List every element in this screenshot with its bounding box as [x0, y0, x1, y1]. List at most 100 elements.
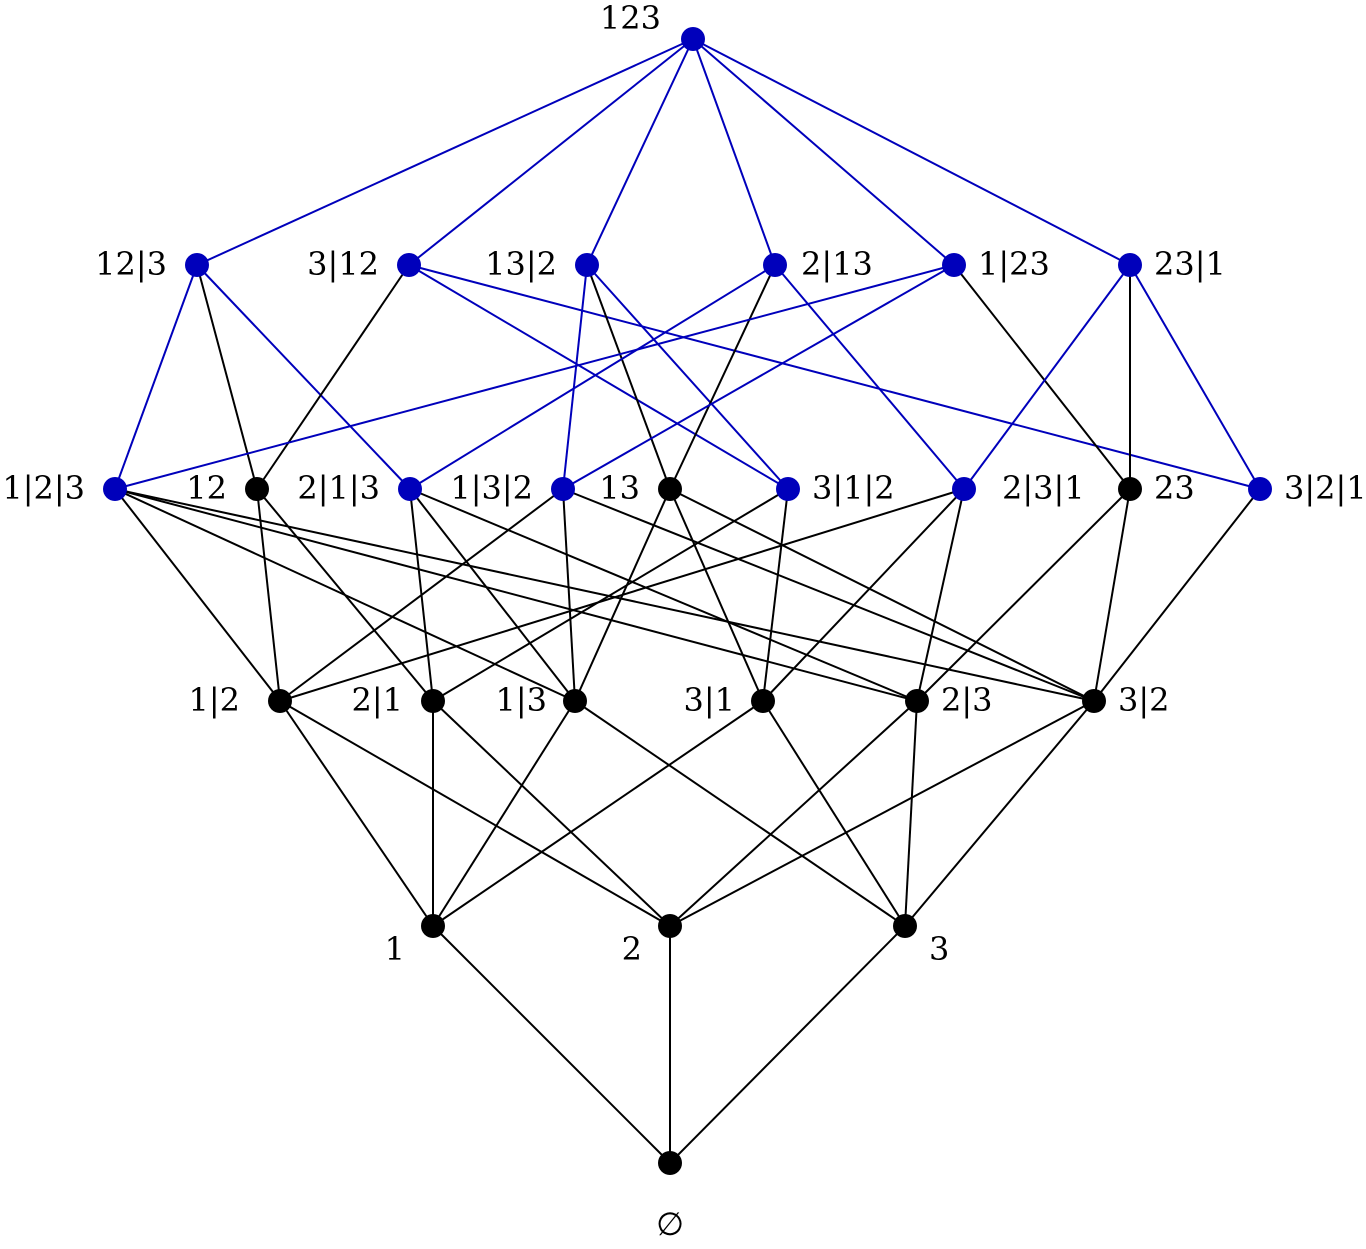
edge-n123-n1_23 [692, 38, 955, 266]
edge-n12-n2_1 [256, 488, 434, 702]
node-n1_2 [268, 689, 292, 713]
edge-n123-n12_3 [196, 38, 694, 266]
node-label-n1_2: 1|2 [189, 681, 241, 719]
node-label-n1: 1 [385, 930, 405, 968]
node-n1_3 [563, 689, 587, 713]
node-n2_3_1 [952, 477, 976, 501]
edge-n123-n13_2 [586, 38, 694, 266]
node-label-n1_3: 1|3 [496, 681, 548, 719]
node-n12_3 [185, 253, 209, 277]
node-label-n3_2_1: 3|2|1 [1284, 469, 1366, 507]
node-n2 [658, 914, 682, 938]
edge-n3_12-n12 [256, 264, 410, 490]
node-label-n1_2_3: 1|2|3 [2, 469, 85, 507]
node-label-n1_23: 1|23 [978, 245, 1050, 283]
edge-n2_13-n2_3_1 [774, 264, 965, 490]
node-n2_1 [421, 689, 445, 713]
node-label-n2_3_1: 2|3|1 [1002, 469, 1085, 507]
edge-n2_3_1-n3_1 [762, 488, 965, 702]
node-n2_3 [905, 689, 929, 713]
node-n123 [681, 27, 705, 51]
edge-n1_23-n23 [953, 264, 1131, 490]
node-n13_2 [575, 253, 599, 277]
node-label-n23: 23 [1154, 469, 1195, 507]
node-n13 [658, 477, 682, 501]
node-n2_1_3 [398, 477, 422, 501]
node-label-n2_1: 2|1 [352, 681, 404, 719]
edge-n1_2_3-n2_3 [114, 488, 918, 702]
edge-n3_2-n3 [904, 700, 1095, 927]
edge-n3_1_2-n3_1 [762, 488, 789, 702]
node-n3_1 [751, 689, 775, 713]
node-label-n12: 12 [186, 469, 227, 507]
edge-n1_3_2-n1_3 [562, 488, 576, 702]
node-n3 [893, 914, 917, 938]
node-n23 [1118, 477, 1142, 501]
edge-n23_1-n2_3_1 [963, 264, 1131, 490]
node-label-n3_12: 3|12 [307, 245, 379, 283]
node-n23_1 [1118, 253, 1142, 277]
node-n3_2 [1082, 689, 1106, 713]
edge-n123-n2_13 [692, 38, 776, 266]
node-label-n13: 13 [599, 469, 640, 507]
edge-n23-n3_2 [1093, 488, 1131, 702]
edge-n1_2_3-n3_2 [114, 488, 1095, 702]
edge-n23-n2_3 [916, 488, 1131, 702]
node-label-n123: 123 [600, 0, 661, 37]
edge-n12_3-n12 [196, 264, 258, 490]
node-n3_12 [397, 253, 421, 277]
edge-n3_2-n2 [669, 700, 1095, 927]
edge-n12-n1_2 [256, 488, 281, 702]
edge-n1_3-n3 [574, 700, 906, 927]
edge-n1_23-n1_3_2 [562, 264, 955, 490]
node-label-n3_1: 3|1 [684, 681, 736, 719]
node-label-n2_13: 2|13 [801, 245, 873, 283]
edge-n13_2-n3_1_2 [586, 264, 789, 490]
edge-n2_3-n2 [669, 700, 918, 927]
edge-n3_12-n3_2_1 [408, 264, 1261, 490]
edge-n12_3-n2_1_3 [196, 264, 411, 490]
edge-n123-n23_1 [692, 38, 1131, 266]
edge-n1_2-n2 [279, 700, 671, 927]
edge-n3_1-n1 [432, 700, 764, 927]
node-n1 [421, 914, 445, 938]
node-label-n2: 2 [622, 930, 642, 968]
edge-n12_3-n1_2_3 [114, 264, 198, 490]
node-label-n2_1_3: 2|1|3 [297, 469, 380, 507]
edge-n2_1_3-n1_3 [409, 488, 576, 702]
edge-n2_3-n3 [904, 700, 918, 927]
node-n1_23 [942, 253, 966, 277]
node-label-n23_1: 23|1 [1154, 245, 1226, 283]
edges-layer [114, 38, 1261, 1164]
edge-n3_1-n3 [762, 700, 906, 927]
edge-n13-n3_2 [669, 488, 1095, 702]
edge-n2_3_1-n2_3 [916, 488, 965, 702]
node-n12 [245, 477, 269, 501]
edge-n13_2-n13 [586, 264, 671, 490]
edge-n13_2-n1_3_2 [562, 264, 588, 490]
node-label-n12_3: 12|3 [95, 245, 167, 283]
edge-n2_13-n2_1_3 [409, 264, 776, 490]
node-n3_2_1 [1248, 477, 1272, 501]
edge-n2_3_1-n1_2 [279, 488, 965, 702]
edge-n2_1-n2 [432, 700, 671, 927]
edge-n1_3_2-n3_2 [562, 488, 1095, 702]
edge-n3_12-n3_1_2 [408, 264, 789, 490]
edge-n1_2_3-n1_2 [114, 488, 281, 702]
edge-n13-n3_1 [669, 488, 764, 702]
node-nempty [658, 1151, 682, 1175]
edge-n23_1-n3_2_1 [1129, 264, 1261, 490]
edge-n1_23-n1_2_3 [114, 264, 955, 490]
edge-n1_2-n1 [279, 700, 434, 927]
node-label-n3_2: 3|2 [1118, 681, 1170, 719]
node-label-nempty: ∅ [656, 1205, 684, 1243]
node-n2_13 [763, 253, 787, 277]
edge-n123-n3_12 [408, 38, 694, 266]
edge-n2_1_3-n2_3 [409, 488, 918, 702]
node-n3_1_2 [776, 477, 800, 501]
edge-n3-nempty [669, 925, 906, 1164]
nodes-layer [103, 27, 1272, 1175]
node-n1_2_3 [103, 477, 127, 501]
edge-n2_13-n13 [669, 264, 776, 490]
